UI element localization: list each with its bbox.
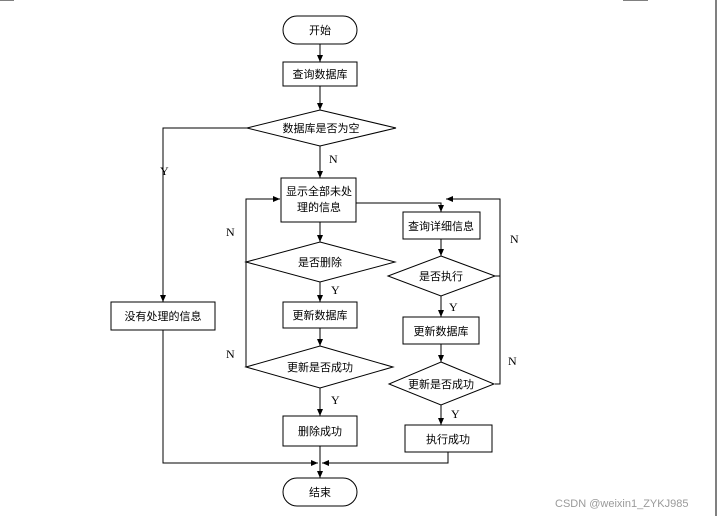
no-info-label: 没有处理的信息	[125, 309, 202, 323]
node-is-execute: 是否执行	[386, 255, 497, 297]
update-ok-left-label: 更新是否成功	[287, 360, 353, 374]
process-shape	[282, 415, 358, 447]
branch-yes-db-empty: Y	[160, 164, 169, 178]
node-db-empty: 数据库是否为空	[246, 109, 397, 147]
edge-loop-right-a	[495, 275, 501, 385]
node-update-ok-left: 更新是否成功	[244, 345, 395, 389]
node-no-info: 没有处理的信息	[110, 301, 216, 331]
watermark-text: CSDN @weixin1_ZYKJ985	[555, 498, 688, 510]
edge-empty-noinfo	[160, 127, 247, 302]
process-shape	[280, 177, 357, 223]
edge-show-detail	[356, 202, 444, 212]
edge-loop-right-b	[446, 196, 501, 276]
node-update-ok-right: 更新是否成功	[387, 361, 496, 406]
branch-no-is-delete: N	[226, 225, 235, 239]
process-shape	[282, 301, 358, 329]
show-label-line1: 显示全部未处	[286, 184, 352, 198]
branch-no-update-left: N	[226, 347, 235, 361]
node-show-unprocessed: 显示全部未处 理的信息	[280, 177, 357, 223]
update-db-right-label: 更新数据库	[414, 324, 469, 338]
branch-yes-is-delete: Y	[331, 283, 340, 297]
is-execute-label: 是否执行	[419, 269, 463, 283]
update-ok-right-label: 更新是否成功	[408, 377, 474, 391]
node-end: 结束	[282, 477, 358, 507]
terminator-shape	[282, 477, 358, 507]
node-update-db-right: 更新数据库	[402, 316, 480, 345]
node-update-db-left: 更新数据库	[282, 301, 358, 329]
edge-loop-left-b	[245, 196, 280, 262]
branch-no-is-execute: N	[510, 232, 519, 246]
execute-ok-label: 执行成功	[426, 432, 470, 446]
terminator-shape	[282, 15, 358, 45]
decision-shape	[244, 345, 395, 389]
branch-yes-is-execute: Y	[449, 300, 458, 314]
node-execute-ok: 执行成功	[404, 424, 493, 453]
process-shape	[282, 61, 358, 87]
decision-shape	[387, 361, 496, 406]
connectors	[160, 44, 501, 478]
branch-no-db-empty: N	[329, 152, 338, 166]
query-detail-label: 查询详细信息	[408, 219, 474, 233]
process-shape	[404, 424, 493, 453]
branch-yes-update-left: Y	[331, 393, 340, 407]
edge-executed-end	[322, 452, 449, 466]
is-delete-label: 是否删除	[298, 255, 342, 269]
show-label-line2: 理的信息	[297, 200, 341, 214]
db-empty-label: 数据库是否为空	[283, 121, 360, 135]
node-start: 开始	[282, 15, 358, 45]
branch-yes-update-right: Y	[451, 407, 460, 421]
start-label: 开始	[309, 23, 331, 37]
decision-shape	[244, 241, 397, 283]
end-label: 结束	[309, 486, 331, 499]
process-shape	[402, 211, 481, 240]
node-delete-ok: 删除成功	[282, 415, 358, 447]
delete-ok-label: 删除成功	[298, 424, 342, 438]
edge-noinfo-end	[162, 330, 318, 466]
query-db-label: 查询数据库	[293, 67, 348, 81]
branch-no-update-right: N	[508, 354, 517, 368]
decision-shape	[246, 109, 397, 147]
node-query-db: 查询数据库	[282, 61, 358, 87]
branch-labels: Y N N Y N Y N Y N Y	[160, 152, 519, 421]
node-query-detail: 查询详细信息	[402, 211, 481, 240]
node-is-delete: 是否删除	[244, 241, 397, 283]
process-shape	[402, 316, 480, 345]
process-shape	[110, 301, 216, 331]
update-db-left-label: 更新数据库	[293, 308, 348, 322]
decision-shape	[386, 255, 497, 297]
